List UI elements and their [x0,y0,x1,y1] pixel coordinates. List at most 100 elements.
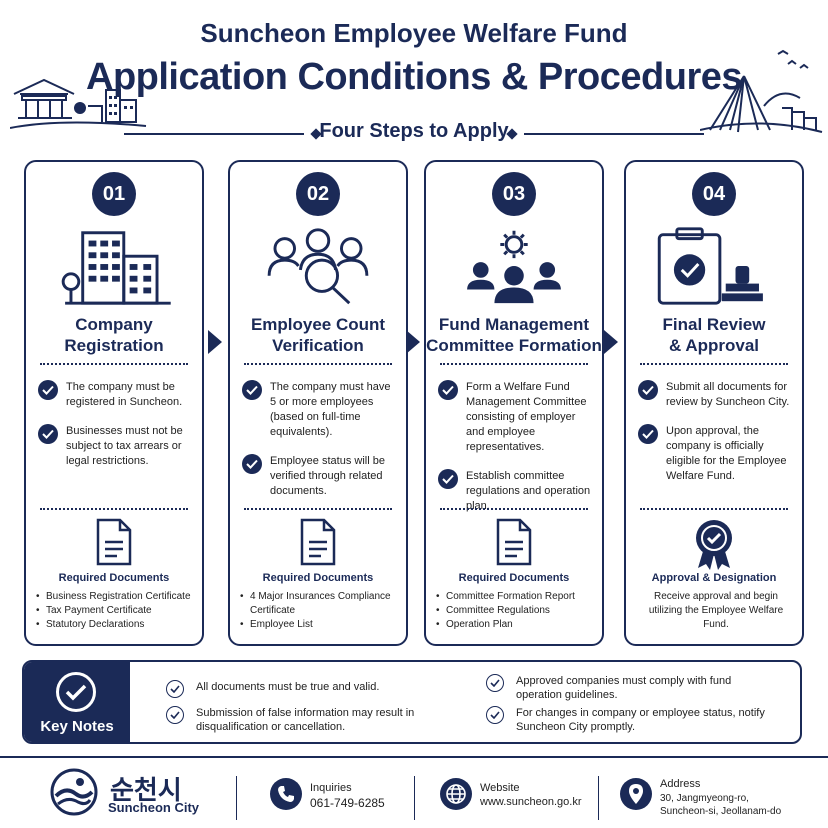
condition-list: The company must be registered in Sunche… [38,380,194,483]
required-docs-title: Required Documents [458,572,570,584]
list-item: Statutory Declarations [36,618,196,632]
condition-item: Businesses must not be subject to tax ar… [38,424,194,469]
check-icon [438,380,458,400]
condition-item: Establish committee regulations and oper… [438,469,594,514]
condition-list: Form a Welfare Fund Management Committee… [438,380,594,528]
condition-text: The company must have 5 or more employee… [270,381,391,438]
divider [40,363,188,365]
condition-list: The company must have 5 or more employee… [242,380,398,513]
city-name: Suncheon City [108,800,200,815]
website-label: Website [480,782,520,794]
step-card-3: 03 Fund Management Committee Formation F… [424,160,604,646]
note-text: Submission of false information may resu… [196,707,415,733]
condition-text: Employee status will be verified through… [270,455,385,497]
note-item: Approved companies must comply with fund… [486,674,776,702]
divider [244,508,392,510]
step-card-4: 04 Final Review & Approval Submit all do… [624,160,804,646]
list-item: Employee List [240,618,400,632]
divider [236,776,237,820]
key-notes-header: Key Notes [24,662,130,742]
check-circle-icon [56,672,96,712]
check-icon [38,380,58,400]
step-title: Company Registration [64,315,164,355]
key-notes-panel: Key Notes All documents must be true and… [22,660,802,744]
address-text: 30, Jangmyeong-ro, Suncheon-si, Jeollana… [660,793,782,817]
list-item: Committee Formation Report [436,590,596,604]
approval-description: Receive approval and begin utilizing the… [636,590,796,632]
step-title: Fund Management Committee Formation [426,315,602,355]
page-title: Application Conditions & Procedures [86,56,743,98]
note-item: All documents must be true and valid. [166,680,466,698]
list-item: Operation Plan [436,618,596,632]
condition-item: The company must have 5 or more employee… [242,380,398,440]
required-docs-list: Business Registration Certificate Tax Pa… [36,590,196,632]
approval-title: Approval & Designation [651,572,777,584]
step-card-1: 01 Company Registration The company must… [24,160,204,646]
condition-text: Businesses must not be subject to tax ar… [66,425,183,467]
suncheon-logo-icon [50,768,98,816]
step-number-badge: 01 [92,172,136,216]
check-icon [242,454,262,474]
team-gear-icon [467,230,561,304]
steps-heading: Four Steps to Apply [319,120,509,142]
list-item: Receive approval and begin utilizing the… [648,591,784,630]
document-icon [96,518,132,566]
required-docs-title: Required Documents [58,572,170,584]
approval-badge-icon [696,520,732,570]
steps-divider [0,120,828,148]
pavilion-skyline-icon [10,78,147,129]
clipboard-stamp-icon [657,227,763,305]
bridge-skyline-icon [700,49,823,133]
phone-icon [270,778,302,810]
note-item: Submission of false information may resu… [166,706,466,734]
step-card-2: 02 Employee Count Verification The compa… [228,160,408,646]
step-number-badge: 04 [692,172,736,216]
list-item: Tax Payment Certificate [36,604,196,618]
globe-icon [440,778,472,810]
note-text: Approved companies must comply with fund… [516,675,732,701]
condition-item: Submit all documents for review by Sunch… [638,380,794,410]
divider [640,363,788,365]
required-docs-list: Committee Formation Report Committee Reg… [436,590,596,632]
divider [440,508,588,510]
chevron-right-icon [604,330,618,354]
condition-text: Form a Welfare Fund Management Committee… [466,381,587,453]
footer: 순천시 Suncheon City Inquiries 061-749-6285… [0,756,828,828]
check-icon [38,424,58,444]
condition-text: Upon approval, the company is officially… [666,425,787,482]
people-magnifier-icon [267,228,369,305]
step-title: Final Review & Approval [662,315,766,355]
step-number-badge: 03 [492,172,536,216]
condition-list: Submit all documents for review by Sunch… [638,380,794,498]
check-icon [638,424,658,444]
document-icon [300,518,336,566]
divider [598,776,599,820]
chevron-right-icon [208,330,222,354]
divider [414,776,415,820]
condition-item: Upon approval, the company is officially… [638,424,794,484]
phone-number[interactable]: 061-749-6285 [310,796,385,810]
inquiries-label: Inquiries [310,782,352,794]
step-title: Employee Count Verification [250,315,386,355]
note-text: For changes in company or employee statu… [516,707,765,733]
check-circle-icon [486,706,504,724]
condition-text: Submit all documents for review by Sunch… [666,381,790,408]
required-docs-title: Required Documents [262,572,374,584]
note-item: For changes in company or employee statu… [486,706,776,734]
list-item: Business Registration Certificate [36,590,196,604]
condition-text: Establish committee regulations and oper… [466,470,591,512]
check-icon [242,380,262,400]
check-icon [638,380,658,400]
divider [40,508,188,510]
condition-item: The company must be registered in Sunche… [38,380,194,410]
condition-text: The company must be registered in Sunche… [66,381,183,408]
office-building-icon [61,231,171,305]
document-icon [496,518,532,566]
required-docs-list: 4 Major Insurances Compliance Certificat… [240,590,400,632]
step-number-badge: 02 [296,172,340,216]
key-notes-label: Key Notes [40,718,114,735]
list-item: 4 Major Insurances Compliance Certificat… [240,590,400,618]
page-subtitle: Suncheon Employee Welfare Fund [200,18,628,48]
condition-item: Form a Welfare Fund Management Committee… [438,380,594,455]
website-link[interactable]: www.suncheon.go.kr [480,796,582,808]
